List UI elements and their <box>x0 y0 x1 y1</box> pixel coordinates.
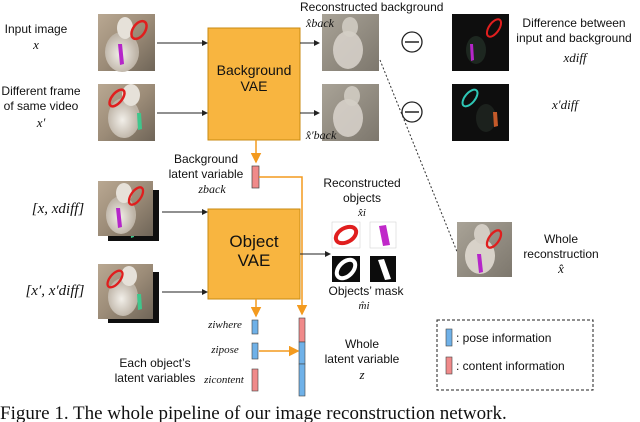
xhat-back-prime-label: x̂′back <box>305 128 337 142</box>
whole-latent-label-2: latent variable <box>324 352 400 366</box>
z-back-bar <box>251 165 260 189</box>
object-vae-label-2: VAE <box>237 251 271 270</box>
bg-latent-label-1: Background <box>173 152 239 166</box>
input-pair-thumbnail-2 <box>98 264 159 323</box>
each-object-label-2: latent variables <box>114 371 196 385</box>
difference-prime-thumbnail <box>452 84 509 141</box>
z-where-label: ziwhere <box>208 319 242 331</box>
legend-content-swatch <box>445 356 453 375</box>
bg-latent-label-2: latent variable <box>168 167 244 181</box>
z-pose-bar <box>251 342 259 360</box>
background-vae-label-1: Background <box>216 62 292 78</box>
z-pose-label: zipose <box>211 344 239 356</box>
reconstructed-objects-thumbnails <box>331 221 397 249</box>
legend-pose-label: : pose information <box>456 331 552 345</box>
legend-box <box>436 319 594 391</box>
input-pair-label-1: [x, xdiff] <box>31 201 85 217</box>
mhat-i-label: m̂i <box>358 300 370 312</box>
z-content-label: zicontent <box>204 374 244 386</box>
x-diff-label: xdiff <box>563 50 587 65</box>
whole-latent-bar <box>298 317 306 397</box>
difference-label-1: Difference between <box>522 16 626 30</box>
object-vae-label-1: Object <box>229 232 279 251</box>
whole-latent-label-1: Whole <box>344 337 379 351</box>
difference-thumbnail <box>452 14 509 71</box>
z-label: z <box>359 367 365 382</box>
background-vae-box <box>207 27 301 141</box>
input-pair-thumbnail-1 <box>98 181 159 241</box>
input-pair-label-2: [x′, x′diff] <box>25 283 85 299</box>
objects-mask-label: Objects’ mask <box>328 284 404 298</box>
objects-mask-thumbnails <box>332 256 396 282</box>
reconstructed-objects-label-2: objects <box>342 191 382 205</box>
xhat-back-label: x̂back <box>306 16 334 30</box>
reconstructed-background-thumbnail <box>322 14 379 71</box>
same-video-label: of same video <box>3 99 79 113</box>
input-image-label: Input image <box>4 22 68 36</box>
reconstructed-objects-label-1: Reconstructed <box>323 176 401 190</box>
background-vae-label-2: VAE <box>240 78 268 94</box>
input-var-label: x <box>33 37 39 52</box>
whole-recon-label-1: Whole <box>543 232 578 246</box>
xhat-i-label: x̂i <box>358 207 366 219</box>
figure-caption: Figure 1. The whole pipeline of our imag… <box>0 403 507 422</box>
whole-reconstruction-thumbnail <box>457 222 512 277</box>
frame-var-label: x′ <box>36 115 46 130</box>
reconstructed-background-label: Reconstructed background <box>300 0 444 14</box>
z-where-bar <box>251 319 259 335</box>
x-diff-prime-label: x′diff <box>552 97 578 112</box>
whole-recon-label-2: reconstruction <box>523 247 599 261</box>
different-frame-label: Different frame <box>1 84 81 98</box>
xhat-label: x̂ <box>558 261 564 276</box>
different-frame-thumbnail <box>98 84 155 141</box>
legend-pose-swatch <box>445 328 453 347</box>
legend-content-label: : content information <box>456 359 565 373</box>
difference-label-2: input and background <box>516 31 632 45</box>
z-back-label: zback <box>198 182 226 196</box>
input-image-thumbnail <box>98 14 155 72</box>
reconstructed-background-prime-thumbnail <box>322 84 379 141</box>
z-content-bar <box>251 368 259 392</box>
object-vae-box <box>207 208 301 300</box>
each-object-label-1: Each object’s <box>119 356 191 370</box>
